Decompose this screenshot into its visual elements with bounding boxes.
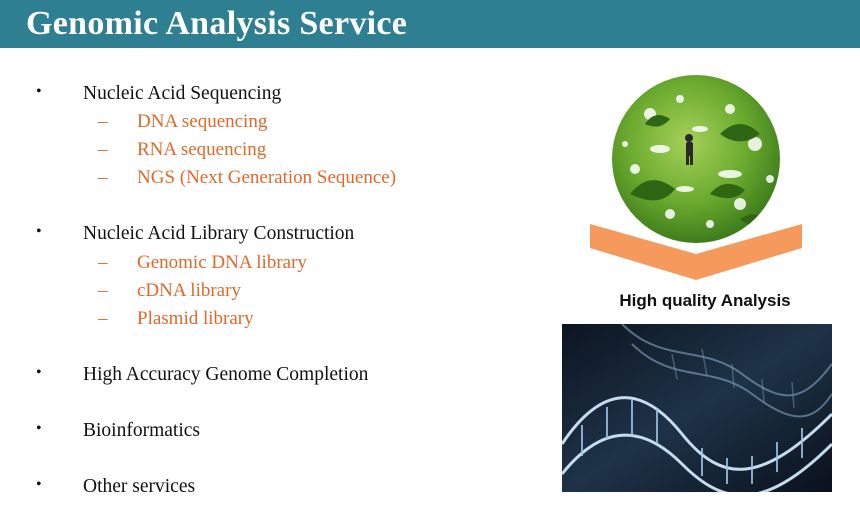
bullet-dot: • — [36, 223, 42, 240]
biodiversity-globe-image — [612, 75, 780, 243]
page-title: Genomic Analysis Service — [26, 5, 408, 42]
sub-item-label: NGS (Next Generation Sequence) — [137, 167, 397, 188]
dna-helix-image — [562, 324, 832, 492]
chevron-down-icon — [590, 224, 802, 280]
dash-marker: – — [98, 280, 108, 301]
dash-marker: – — [98, 167, 108, 188]
bullet-dot: • — [36, 420, 42, 437]
bullet-label: High Accuracy Genome Completion — [83, 364, 369, 385]
dash-marker: – — [98, 111, 108, 132]
sub-item-label: Genomic DNA library — [137, 252, 307, 273]
bullet-label: Nucleic Acid Sequencing — [83, 83, 282, 104]
bullet-dot: • — [36, 364, 42, 381]
sub-item-label: RNA sequencing — [137, 139, 267, 160]
bullet-label: Bioinformatics — [83, 420, 200, 441]
high-quality-caption: High quality Analysis — [619, 291, 791, 310]
dash-marker: – — [98, 308, 108, 329]
dash-marker: – — [98, 139, 108, 160]
sub-item-label: DNA sequencing — [137, 111, 268, 132]
bullet-dot: • — [36, 83, 42, 100]
dash-marker: – — [98, 252, 108, 273]
sub-item-label: cDNA library — [137, 280, 241, 301]
sub-item-label: Plasmid library — [137, 308, 254, 329]
bullet-label: Other services — [83, 476, 196, 497]
bullet-dot: • — [36, 476, 42, 493]
bullet-label: Nucleic Acid Library Construction — [83, 223, 355, 244]
title-bar: Genomic Analysis Service — [0, 0, 860, 48]
